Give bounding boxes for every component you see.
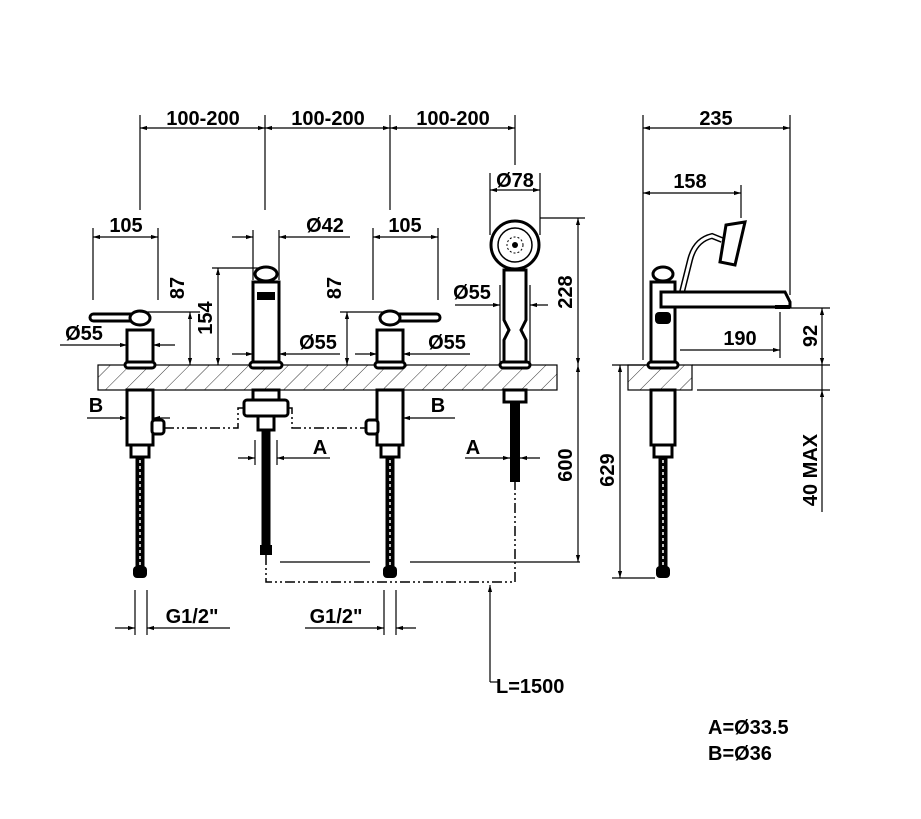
- spacing-label-1: 100-200: [166, 108, 239, 130]
- connection-left-label: G1/2": [166, 606, 219, 628]
- legend: A=Ø33.5 B=Ø36: [708, 717, 789, 765]
- handle-right-width-label: 105: [388, 215, 421, 237]
- label-a-shower: A: [466, 437, 480, 459]
- overall-length-label: 629: [597, 453, 619, 486]
- left-valve: 105 87 Ø55 B: [60, 215, 200, 578]
- connection-lines: [164, 407, 580, 583]
- shower-base-diameter-label: Ø55: [453, 282, 491, 304]
- base-right-diameter-label: Ø55: [428, 332, 466, 354]
- deck-slab-front: [97, 364, 558, 391]
- shower-depth-label: 158: [673, 171, 706, 193]
- label-a-spout: A: [313, 437, 327, 459]
- shank-length-label: 600: [555, 448, 577, 481]
- base-spout-diameter-label: Ø55: [299, 332, 337, 354]
- legend-b: B=Ø36: [708, 743, 772, 765]
- hand-shower: Ø78 228 600 Ø55 A: [453, 170, 585, 562]
- base-left-diameter-label: Ø55: [65, 323, 103, 345]
- spacing-label-2: 100-200: [291, 108, 364, 130]
- spacing-dimensions: 100-200 100-200 100-200: [139, 108, 516, 210]
- spout-reach-label: 190: [723, 328, 756, 350]
- handle-left-height-label: 87: [167, 277, 189, 299]
- side-view: 235 158 190 92 40 MAX 629: [597, 108, 830, 579]
- hose-length-label: L=1500: [496, 676, 564, 698]
- spout-diameter-label: Ø42: [306, 215, 344, 237]
- legend-a: A=Ø33.5: [708, 717, 789, 739]
- handle-right-height-label: 87: [324, 277, 346, 299]
- shower-head-diameter-label: Ø78: [496, 170, 534, 192]
- shower-height-label: 228: [555, 275, 577, 308]
- right-valve: 105 87 Ø55 B: [324, 215, 470, 578]
- overall-depth-label: 235: [699, 108, 732, 130]
- spout-height-label: 154: [195, 300, 217, 334]
- label-b-right: B: [431, 395, 445, 417]
- label-b-left: B: [89, 395, 103, 417]
- connection-right-label: G1/2": [310, 606, 363, 628]
- handle-left-width-label: 105: [109, 215, 142, 237]
- spout: 154 Ø42 Ø55 A: [195, 215, 350, 555]
- connection-dimensions: G1/2" G1/2" L=1500: [115, 585, 564, 698]
- spacing-label-3: 100-200: [416, 108, 489, 130]
- spout-clearance-label: 92: [800, 325, 822, 347]
- deck-thickness-label: 40 MAX: [800, 433, 822, 506]
